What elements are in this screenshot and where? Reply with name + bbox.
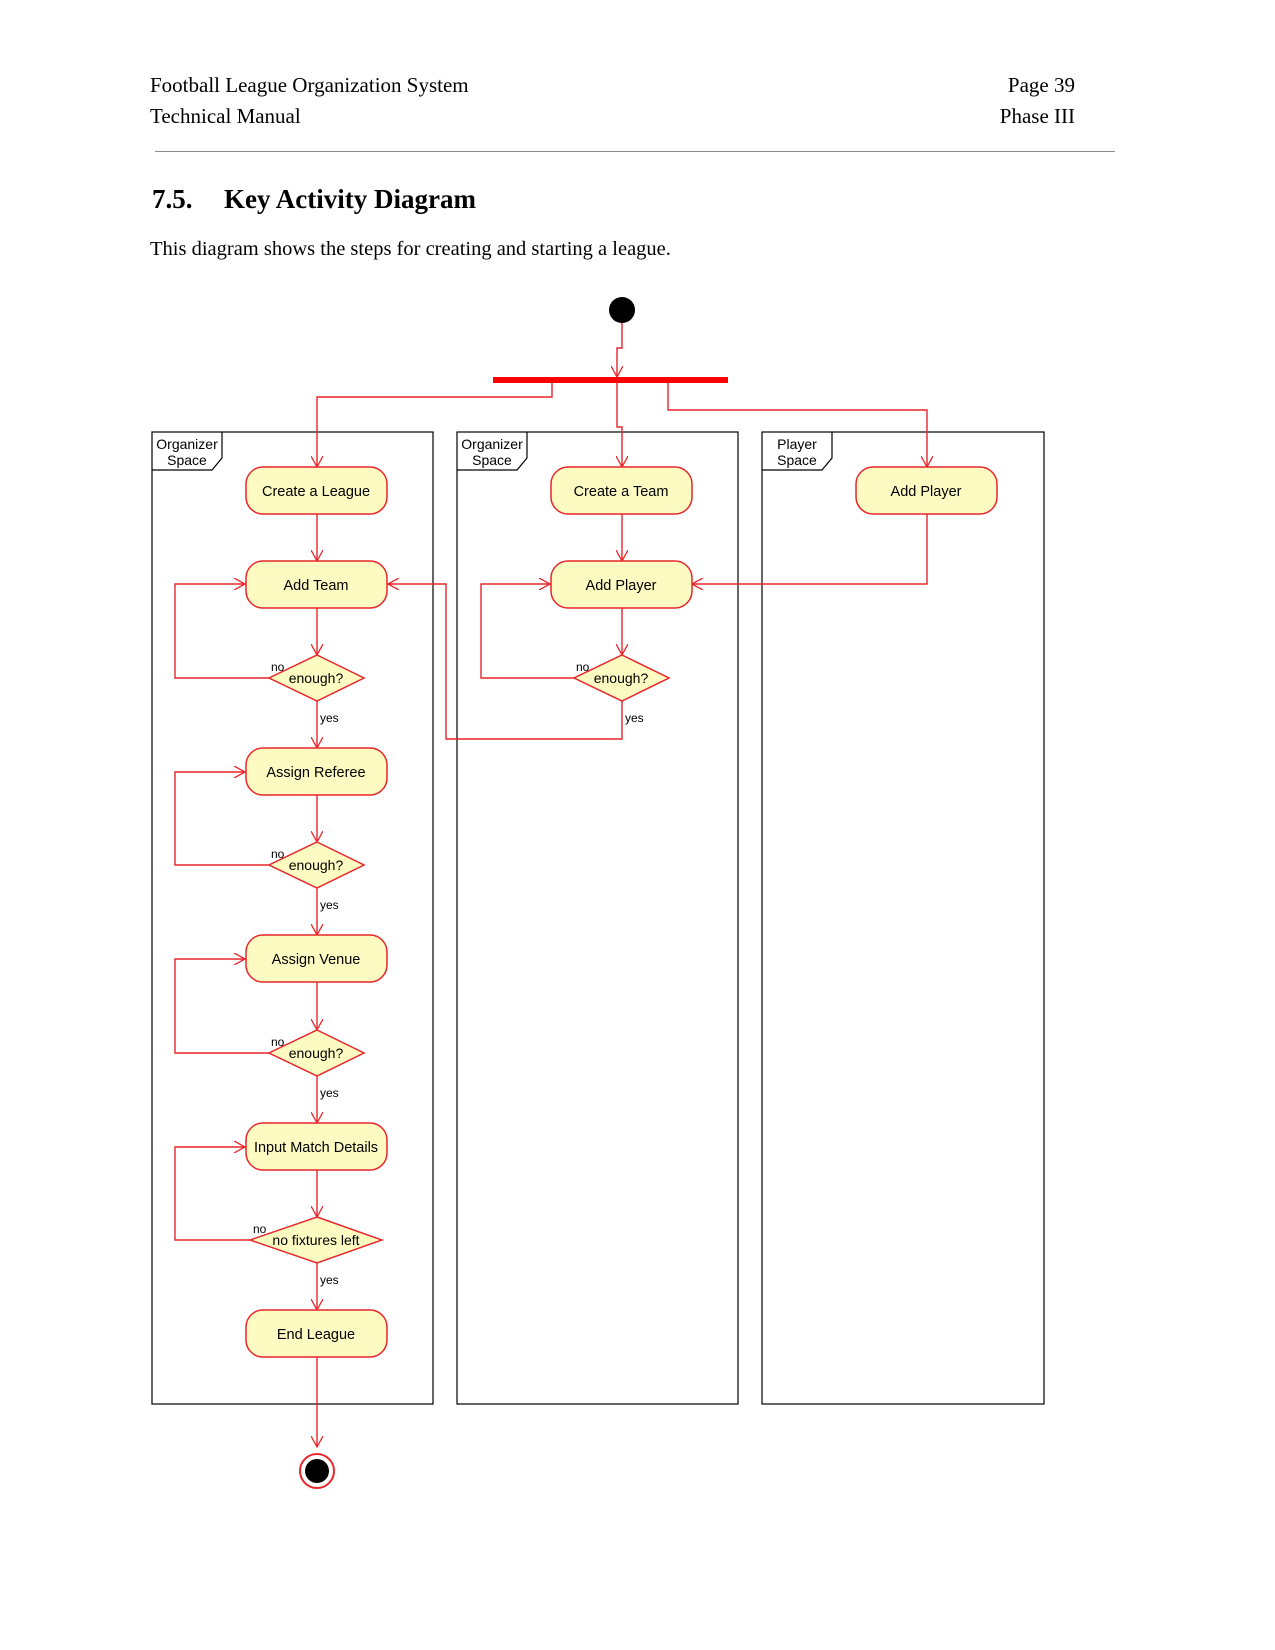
guard-yes: yes: [320, 1086, 339, 1100]
svg-text:Assign Referee: Assign Referee: [266, 765, 365, 781]
activity-add-player-team: Add Player: [550, 560, 693, 609]
flow-team-ready-to-add-team: [388, 584, 623, 740]
activity-assign-venue: Assign Venue: [245, 934, 388, 983]
decision-referee-enough: enough?: [267, 841, 366, 889]
document-subtitle: Technical Manual: [150, 104, 301, 128]
guard-no: no: [271, 847, 285, 861]
activity-add-player-space: Add Player: [855, 466, 998, 515]
guard-no: no: [271, 1035, 285, 1049]
svg-text:Add Player: Add Player: [586, 578, 657, 594]
guard-no: no: [576, 660, 590, 674]
svg-text:Add Player: Add Player: [891, 484, 962, 500]
svg-text:Input Match Details: Input Match Details: [254, 1140, 378, 1156]
svg-text:Create a League: Create a League: [262, 484, 370, 500]
svg-text:End League: End League: [277, 1327, 355, 1343]
document-header-left: Football League Organization System Tech…: [150, 70, 469, 132]
decision-players-enough: enough?: [572, 654, 671, 702]
flow-loop-input-match: [174, 1147, 250, 1241]
flow-loop-add-team: [174, 584, 269, 679]
control-flows: [174, 322, 928, 1447]
flow-fork-to-create-team: [617, 382, 622, 467]
final-node: [299, 1453, 335, 1489]
guard-yes: yes: [625, 711, 644, 725]
section-heading: 7.5. Key Activity Diagram: [152, 184, 476, 215]
header-divider: [155, 151, 1115, 152]
svg-text:enough?: enough?: [289, 670, 344, 686]
activity-input-match-details: Input Match Details: [245, 1122, 388, 1171]
section-intro: This diagram shows the steps for creatin…: [150, 238, 671, 260]
decision-fixtures-left: no fixtures left: [247, 1216, 385, 1264]
guard-no: no: [253, 1222, 267, 1236]
svg-text:no fixtures left: no fixtures left: [272, 1232, 359, 1248]
guard-yes: yes: [320, 898, 339, 912]
phase-label: Phase III: [999, 104, 1075, 128]
svg-text:Assign Venue: Assign Venue: [272, 952, 361, 968]
document-title: Football League Organization System: [150, 73, 469, 97]
svg-text:enough?: enough?: [289, 857, 344, 873]
guard-no: no: [271, 660, 285, 674]
flow-start-to-fork: [617, 322, 622, 377]
section-title: Key Activity Diagram: [224, 184, 476, 214]
svg-text:enough?: enough?: [594, 670, 649, 686]
activity-end-league: End League: [245, 1309, 388, 1358]
fork-bar: [493, 377, 728, 383]
flow-loop-add-player: [480, 584, 574, 679]
svg-text:enough?: enough?: [289, 1045, 344, 1061]
guard-yes: yes: [320, 1273, 339, 1287]
guard-yes: yes: [320, 711, 339, 725]
decision-venue-enough: enough?: [267, 1029, 366, 1077]
flow-loop-assign-referee: [174, 772, 269, 866]
activity-create-team: Create a Team: [550, 466, 693, 515]
flow-fork-to-create-league: [317, 382, 553, 467]
svg-text:Add Team: Add Team: [283, 578, 348, 594]
svg-text:Create a Team: Create a Team: [574, 484, 669, 500]
activity-add-team: Add Team: [245, 560, 388, 609]
activity-create-league: Create a League: [245, 466, 388, 515]
initial-node: [609, 297, 635, 323]
flow-player-to-team: [692, 514, 928, 584]
guard-labels: no yes no yes no yes no yes no yes: [253, 660, 644, 1287]
page-number: Page 39: [1007, 73, 1075, 97]
section-number: 7.5.: [152, 184, 193, 214]
document-header-right: Page 39 Phase III: [1000, 70, 1075, 132]
decision-teams-enough: enough?: [267, 654, 366, 702]
flow-loop-assign-venue: [174, 959, 269, 1054]
flow-fork-to-add-player: [667, 382, 927, 467]
activity-assign-referee: Assign Referee: [245, 747, 388, 796]
